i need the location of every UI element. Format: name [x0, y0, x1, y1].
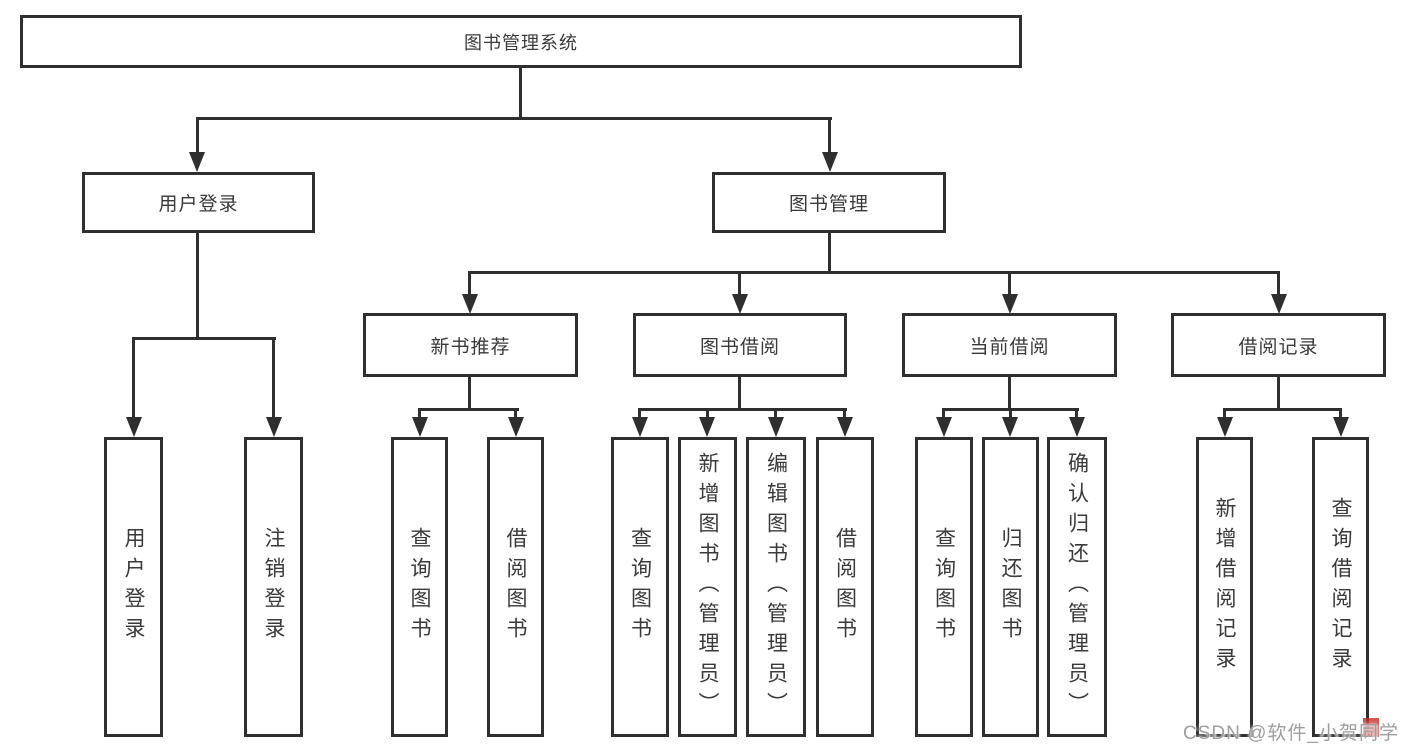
- leaf-newbook-query: 查询图书: [391, 437, 448, 737]
- leaf-current-query: 查询图书: [915, 437, 973, 737]
- node-label: 注销登录: [262, 527, 285, 647]
- arrow-down-icon: [266, 417, 282, 437]
- arrow-down-icon: [632, 417, 648, 437]
- connector: [843, 408, 846, 418]
- connector: [1223, 408, 1226, 418]
- connector-current-stub: [1008, 377, 1011, 411]
- connector-to-records: [1277, 271, 1280, 294]
- node-book-borrow: 图书借阅: [633, 313, 847, 377]
- arrow-down-icon: [508, 417, 524, 437]
- connector-to-login-leaf-2: [272, 337, 275, 417]
- connector-newbook-rail: [418, 408, 519, 411]
- arrow-down-icon: [732, 294, 748, 314]
- connector-login-stub: [196, 233, 199, 340]
- leaf-borrow-query: 查询图书: [611, 437, 669, 737]
- leaf-records-add: 新增借阅记录: [1196, 437, 1253, 737]
- connector: [638, 408, 641, 418]
- connector: [1075, 408, 1078, 418]
- node-label: 归还图书: [999, 527, 1022, 647]
- connector-records-stub: [1277, 377, 1280, 411]
- arrow-down-icon: [1002, 294, 1018, 314]
- arrow-down-icon: [768, 417, 784, 437]
- arrow-down-icon: [189, 152, 205, 172]
- arrow-down-icon: [1002, 417, 1018, 437]
- arrow-down-icon: [1271, 294, 1287, 314]
- leaf-logout: 注销登录: [244, 437, 303, 737]
- connector-borrow-rail: [638, 408, 847, 411]
- node-label: 查询图书: [408, 527, 431, 647]
- arrow-down-icon: [412, 417, 428, 437]
- arrow-down-icon: [1217, 417, 1233, 437]
- connector-to-login-leaf-1: [132, 337, 135, 417]
- node-label: 新增图书（管理员）: [696, 452, 719, 722]
- node-current-borrow: 当前借阅: [902, 313, 1117, 377]
- connector-to-user-login: [196, 117, 199, 152]
- connector-level1-rail: [196, 117, 832, 120]
- connector: [514, 408, 517, 418]
- connector-root-stub: [519, 68, 522, 120]
- node-book-management: 图书管理: [712, 172, 946, 233]
- node-label: 借阅图书: [504, 527, 527, 647]
- arrow-down-icon: [936, 417, 952, 437]
- arrow-down-icon: [699, 417, 715, 437]
- leaf-current-return: 归还图书: [982, 437, 1039, 737]
- arrow-down-icon: [1069, 417, 1085, 437]
- arrow-down-icon: [1333, 417, 1349, 437]
- leaf-borrow-edit-admin: 编辑图书（管理员）: [746, 437, 806, 737]
- connector: [418, 408, 421, 418]
- connector: [706, 408, 709, 418]
- node-label: 确认归还（管理员）: [1065, 452, 1089, 722]
- node-library-system: 图书管理系统: [20, 15, 1022, 68]
- watermark-accent-block: [1363, 718, 1379, 737]
- watermark: CSDN @软件_小贺同学: [1183, 723, 1399, 744]
- connector: [774, 408, 777, 418]
- connector-borrow-stub: [738, 377, 741, 411]
- node-label: 查询图书: [628, 527, 652, 647]
- connector-records-rail: [1223, 408, 1342, 411]
- node-label: 查询借阅记录: [1329, 497, 1352, 677]
- node-user-login: 用户登录: [82, 172, 315, 233]
- node-label: 用户登录: [122, 527, 145, 647]
- connector-to-current: [1008, 271, 1011, 294]
- leaf-newbook-borrow: 借阅图书: [487, 437, 544, 737]
- connector-to-borrow: [738, 271, 741, 294]
- node-label: 新增借阅记录: [1213, 497, 1236, 677]
- connector: [1009, 408, 1012, 418]
- connector-newbook-stub: [468, 377, 471, 411]
- connector-level2-rail: [468, 271, 1280, 274]
- node-label: 借阅图书: [833, 527, 857, 647]
- connector-to-newbook: [468, 271, 471, 294]
- node-borrow-records: 借阅记录: [1171, 313, 1386, 377]
- leaf-borrow-book: 借阅图书: [816, 437, 874, 737]
- leaf-borrow-add-admin: 新增图书（管理员）: [678, 437, 737, 737]
- connector: [1339, 408, 1342, 418]
- arrow-down-icon: [822, 152, 838, 172]
- arrow-down-icon: [462, 294, 478, 314]
- connector: [942, 408, 945, 418]
- arrow-down-icon: [837, 417, 853, 437]
- connector-login-rail: [132, 337, 276, 340]
- connector-mgmt-stub: [828, 233, 831, 273]
- leaf-current-confirm-admin: 确认归还（管理员）: [1047, 437, 1107, 737]
- node-label: 编辑图书（管理员）: [764, 452, 788, 722]
- node-new-book-recommend: 新书推荐: [363, 313, 578, 377]
- connector-to-book-management: [828, 117, 831, 152]
- leaf-records-query: 查询借阅记录: [1312, 437, 1369, 737]
- leaf-user-login: 用户登录: [104, 437, 163, 737]
- node-label: 查询图书: [932, 527, 956, 647]
- arrow-down-icon: [126, 417, 142, 437]
